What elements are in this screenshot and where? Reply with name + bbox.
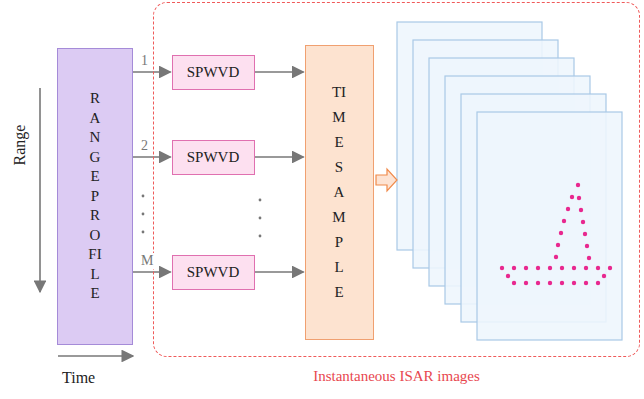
range-axis <box>39 88 41 292</box>
process-label: SPWVD <box>187 148 240 166</box>
spwvd-box: SPWVD <box>172 140 255 175</box>
time-sample-bar: TIME SAMPLE <box>305 45 374 340</box>
channel-number: 1 <box>139 53 150 69</box>
process-label: SPWVD <box>187 263 240 281</box>
ellipsis-dots <box>142 195 262 238</box>
vertical-title: RANGE PROFILE <box>88 89 103 304</box>
process-label: SPWVD <box>187 63 240 81</box>
connector-arrow <box>133 156 171 158</box>
connector-arrow <box>255 271 304 273</box>
spwvd-box: SPWVD <box>172 55 255 90</box>
instantaneous-images-region: SPWVDSPWVDSPWVDTIME SAMPLEInstantaneous … <box>153 2 640 357</box>
channel-number: M <box>139 253 155 269</box>
image-frames <box>397 22 622 340</box>
axis-label: Time <box>62 368 95 387</box>
time-axis <box>58 355 133 357</box>
region-caption: Instantaneous ISAR images <box>154 368 639 385</box>
range-profile-bar: RANGE PROFILE <box>57 48 133 345</box>
connector-arrow <box>255 71 304 73</box>
output-arrow <box>376 169 397 191</box>
ship-scatterers <box>500 183 612 285</box>
vertical-title: TIME SAMPLE <box>332 80 347 305</box>
connector-arrow <box>133 271 171 273</box>
connector-arrow <box>255 156 304 158</box>
channel-number: 2 <box>139 138 150 154</box>
axis-label: Range <box>10 125 29 166</box>
connector-arrow <box>133 71 171 73</box>
spwvd-box: SPWVD <box>172 255 255 290</box>
